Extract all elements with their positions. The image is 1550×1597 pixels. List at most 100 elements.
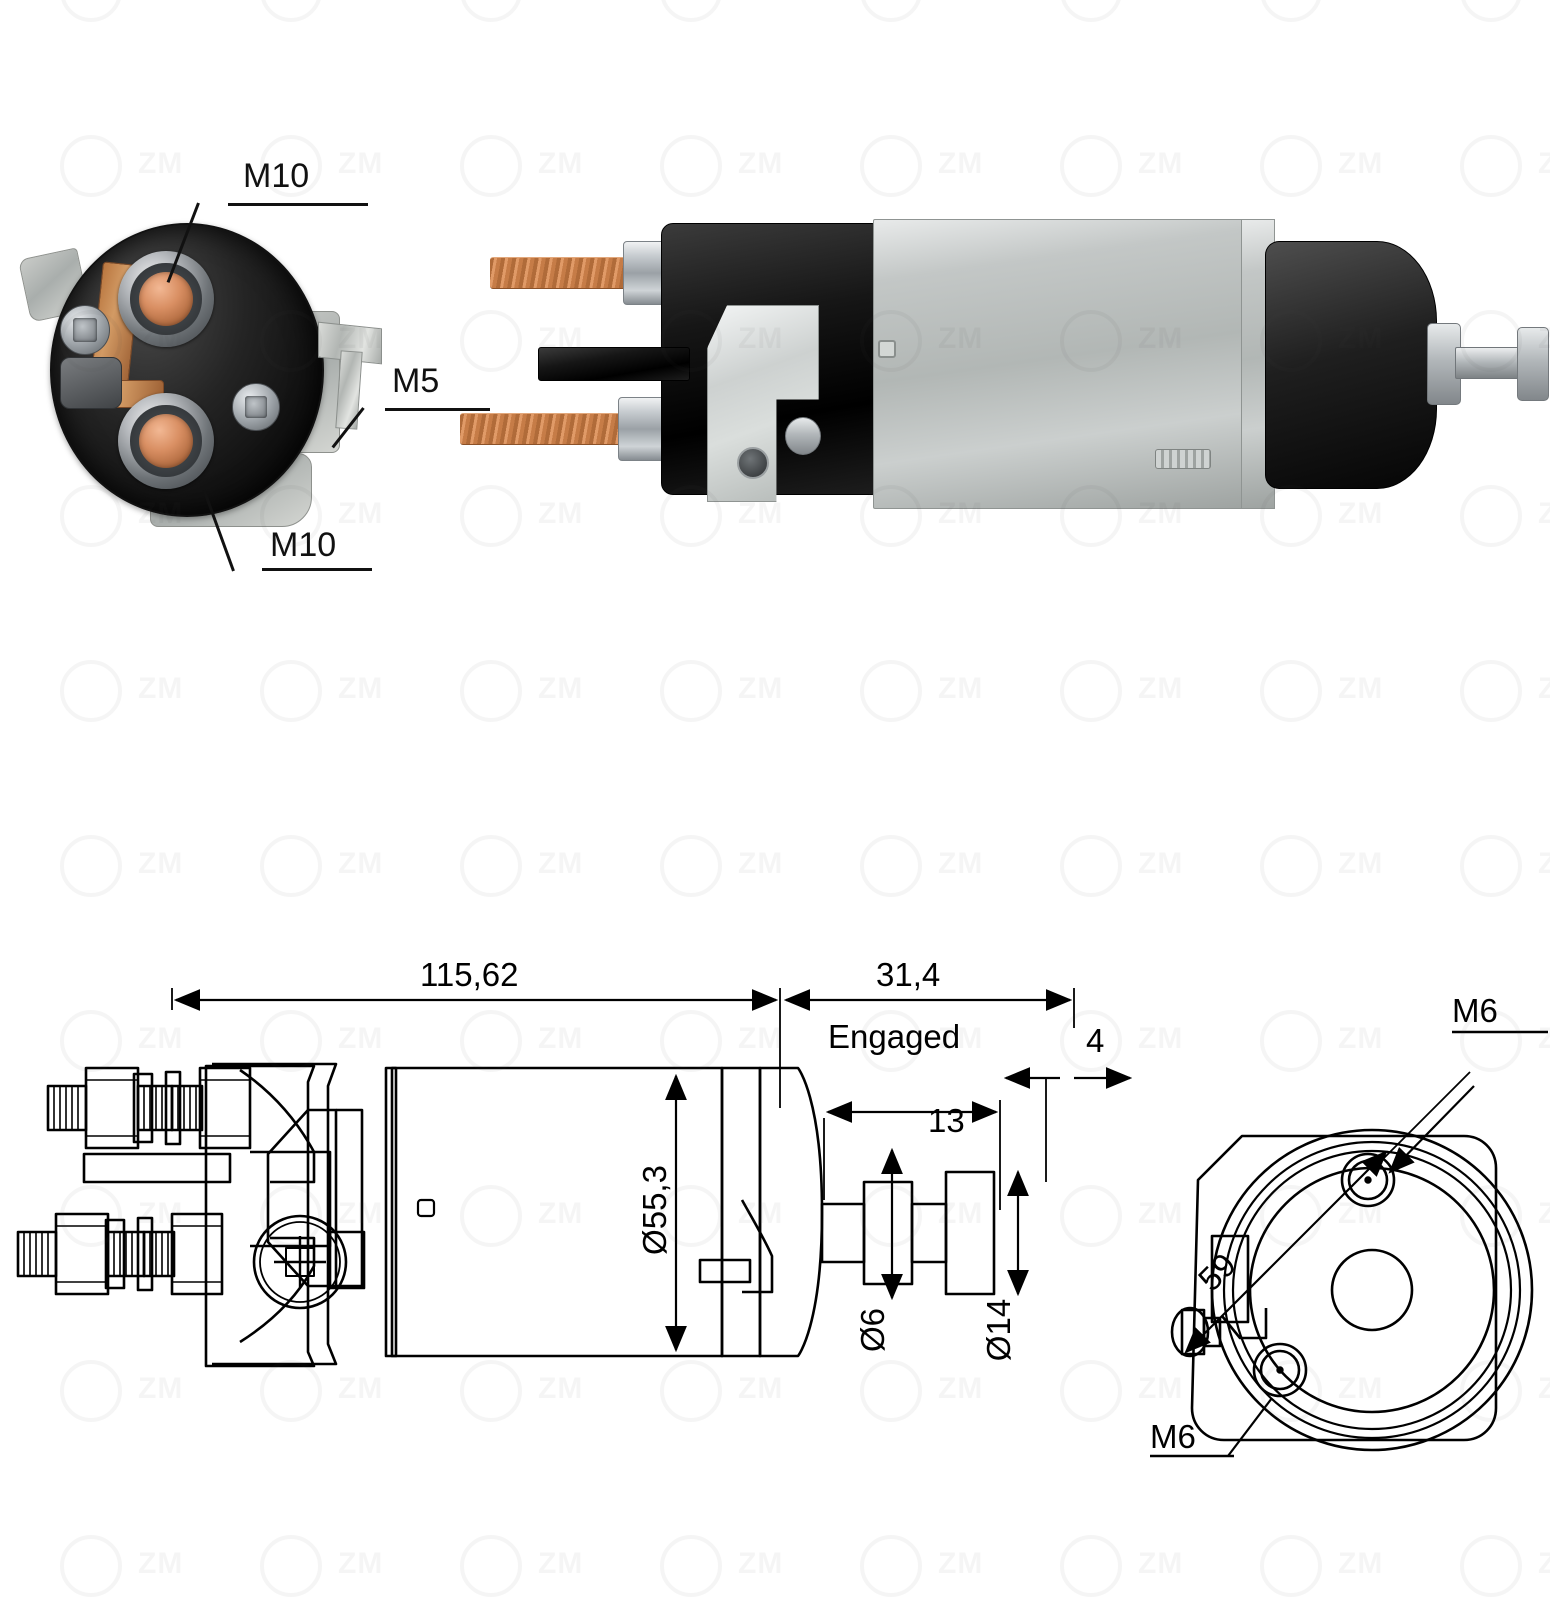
m5-blade-terminal-stem: [335, 350, 363, 430]
dim-overall-length: 115,62: [420, 956, 518, 993]
watermark-ring: [460, 660, 522, 722]
watermark-ring: [460, 1535, 522, 1597]
watermark-text: ZM: [338, 1547, 384, 1580]
watermark-ring: [60, 0, 122, 22]
watermark-text: ZM: [138, 147, 184, 180]
inner-insulator-block: [60, 357, 122, 409]
watermark-text: ZM: [738, 1547, 784, 1580]
watermark-ring: [460, 0, 522, 22]
callout-m6-bottom: M6: [1150, 1418, 1196, 1455]
watermark-ring: [860, 135, 922, 197]
watermark-text: ZM: [1138, 672, 1184, 705]
watermark-text: ZM: [538, 0, 583, 6]
watermark-text: ZM: [938, 1547, 984, 1580]
terminal-post-top: [118, 251, 214, 347]
watermark-ring: [1060, 1535, 1122, 1597]
watermark-ring: [660, 0, 722, 22]
lever-bracket-hole: [737, 447, 769, 479]
watermark-ring: [1460, 835, 1522, 897]
watermark-text: ZM: [1338, 847, 1384, 880]
watermark-text: ZM: [738, 847, 784, 880]
lever-pivot-screw: [785, 417, 821, 455]
watermark-text: ZM: [938, 847, 984, 880]
watermark-text: ZM: [138, 672, 184, 705]
watermark-ring: [660, 835, 722, 897]
watermark-text: ZM: [938, 672, 984, 705]
plunger-head: [1517, 327, 1549, 401]
callout-m6-top: M6: [1452, 992, 1498, 1029]
watermark-ring: [1060, 835, 1122, 897]
technical-drawing: 115,62 31,4 Engaged Ø55,3 13 4 Ø6 Ø14 59…: [0, 900, 1550, 1520]
watermark-ring: [860, 1535, 922, 1597]
watermark-text: ZM: [538, 672, 584, 705]
watermark-text: ZM: [338, 0, 383, 6]
watermark-ring: [1260, 0, 1322, 22]
watermark-ring: [60, 1535, 122, 1597]
watermark-ring: [860, 0, 922, 22]
watermark-ring: [1060, 135, 1122, 197]
watermark-text: ZM: [938, 147, 984, 180]
watermark-ring: [260, 0, 322, 22]
socket-screw-right: [232, 383, 280, 431]
product-photo-front-view: [18, 215, 382, 527]
dim-hole-spacing: 59: [1191, 1246, 1243, 1298]
dim-body-diameter: Ø55,3: [636, 1165, 673, 1255]
watermark-text: ZM: [1538, 1547, 1550, 1580]
watermark-text: ZM: [338, 147, 384, 180]
watermark-text: ZM: [1538, 672, 1550, 705]
watermark-text: ZM: [1138, 147, 1184, 180]
body-set-screw: [1155, 449, 1211, 469]
watermark-ring: [1460, 0, 1522, 22]
watermark-text: ZM: [1538, 847, 1550, 880]
watermark-text: ZM: [1338, 147, 1384, 180]
watermark-text: ZM: [538, 1547, 584, 1580]
watermark-text: ZM: [338, 847, 384, 880]
label-m5: M5: [392, 362, 440, 400]
watermark-ring: [860, 835, 922, 897]
watermark-ring: [1460, 1535, 1522, 1597]
watermark-ring: [60, 835, 122, 897]
dim-shaft-length: 13: [928, 1102, 965, 1139]
watermark-text: ZM: [938, 0, 983, 6]
watermark-ring: [860, 660, 922, 722]
label-m10-bottom: M10: [270, 526, 337, 564]
watermark-text: ZM: [1338, 0, 1383, 6]
solenoid-metal-body: [873, 219, 1250, 509]
watermark-ring: [1260, 660, 1322, 722]
watermark-text: ZM: [138, 847, 184, 880]
product-photo-side-view: [455, 195, 1549, 535]
watermark-text: ZM: [1138, 0, 1183, 6]
watermark-text: ZM: [538, 147, 584, 180]
watermark-text: ZM: [1338, 1547, 1384, 1580]
watermark-text: ZM: [538, 847, 584, 880]
watermark-ring: [60, 135, 122, 197]
watermark-text: ZM: [1138, 1547, 1184, 1580]
dim-engaged-stroke: 31,4: [876, 956, 940, 993]
body-vent-slot: [878, 340, 896, 358]
watermark-text: ZM: [1338, 672, 1384, 705]
watermark-ring: [60, 660, 122, 722]
watermark-ring: [1460, 660, 1522, 722]
watermark-text: ZM: [1138, 847, 1184, 880]
terminal-stud-bottom: [460, 413, 645, 445]
watermark-text: ZM: [1538, 147, 1550, 180]
watermark-ring: [460, 135, 522, 197]
watermark-ring: [1460, 135, 1522, 197]
dim-head-diameter: Ø14: [980, 1299, 1017, 1361]
label-m10-top: M10: [243, 157, 310, 195]
dim-shaft-diameter: Ø6: [854, 1308, 891, 1352]
watermark-ring: [1260, 835, 1322, 897]
watermark-ring: [260, 660, 322, 722]
terminal-nut-bottom: [618, 397, 666, 461]
leader-line-m5-horizontal: [385, 408, 490, 411]
leader-line-m10-bottom-horizontal: [262, 568, 372, 571]
note-engaged: Engaged: [828, 1018, 960, 1055]
dim-head-thickness: 4: [1086, 1022, 1104, 1059]
watermark-text: ZM: [338, 672, 384, 705]
watermark-ring: [1060, 660, 1122, 722]
watermark-text: ZM: [138, 1547, 184, 1580]
watermark-text: ZM: [1538, 0, 1550, 6]
watermark-text: ZM: [738, 672, 784, 705]
socket-screw-left: [60, 305, 110, 355]
watermark-ring: [1260, 135, 1322, 197]
